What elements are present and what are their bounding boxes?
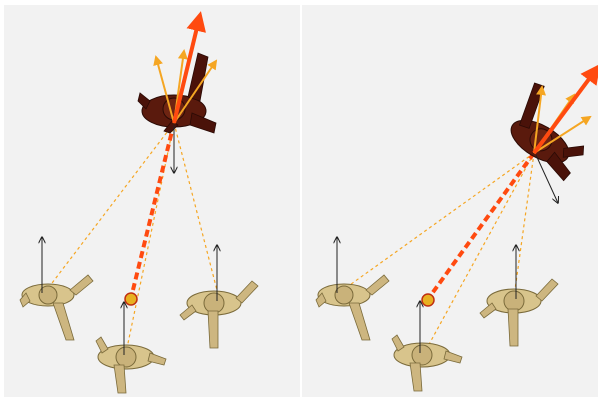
follower-figure-center [391,334,463,392]
leader-heading-arrow [535,154,558,203]
follower-figure-left [315,274,390,341]
dashed-line-to-target [129,122,176,299]
panel-background [302,5,598,397]
link-to-follower-left [48,122,175,288]
orange-arrow-3 [173,59,218,124]
left-scene [4,5,300,397]
leader-direction-arrows [532,63,598,203]
left-panel [4,5,300,397]
leader-follower-links [48,122,220,349]
panel-background [4,5,300,397]
leader-direction-arrows [153,11,218,173]
red-main-arrow [532,63,598,155]
follower-figure-right [479,278,559,347]
right-scene [302,5,598,397]
link-to-follower-right [173,122,220,299]
orange-arrow-1 [533,85,547,154]
link-to-follower-left [346,152,535,288]
follower-figure-center [95,336,167,394]
target-marker [124,292,138,306]
leader-follower-links [346,151,536,349]
link-to-follower-right [513,152,535,298]
dashed-line-to-target [426,151,536,301]
orange-arrow-1 [153,55,175,124]
orange-arrow-3 [533,115,592,154]
right-panel [302,5,598,397]
link-to-follower-center [426,152,535,349]
red-main-arrow [172,11,206,124]
follower-figure-right [179,280,259,349]
follower-figure-left [19,274,94,341]
target-marker [421,293,435,307]
